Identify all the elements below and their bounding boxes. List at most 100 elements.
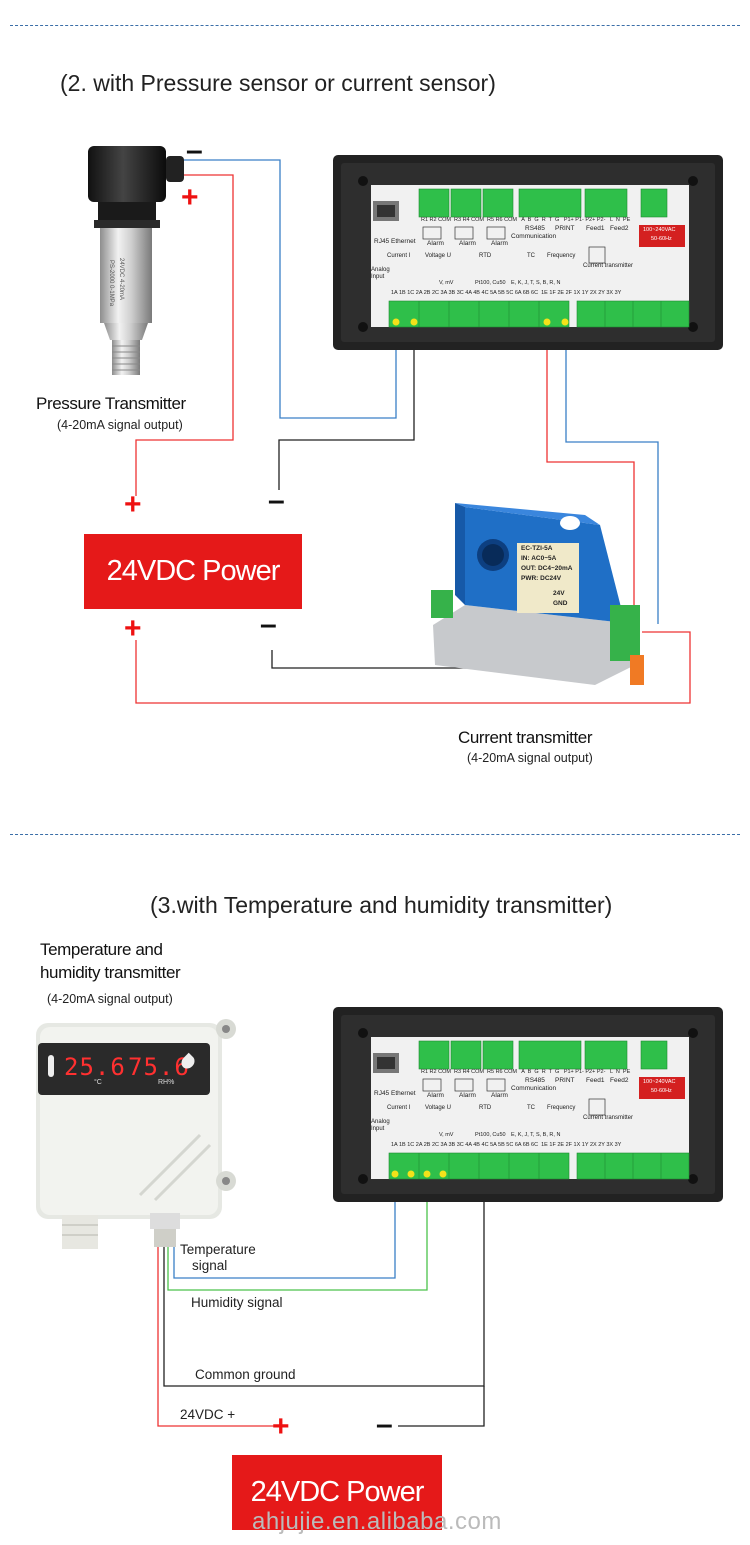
wire-power-plus-bottom: [135, 631, 691, 704]
ct-text-line2: IN: AC0~5A: [521, 555, 557, 562]
pressure-transmitter-sublabel: (4-20mA signal output): [57, 418, 183, 432]
ct-text-line1: EC-TZI-5A: [521, 545, 553, 552]
controller-2-rtd-types: Pt100, Cu50: [475, 1132, 506, 1138]
controller-1-rs485-label: RS485: [525, 225, 545, 232]
controller-1-frequency-label: Frequency: [547, 253, 576, 259]
wire-pressure-minus: [182, 159, 397, 419]
th-display-unit-c: °C: [94, 1079, 102, 1086]
current-transmitter-sublabel: (4-20mA signal output): [467, 751, 593, 765]
controller-panel-1-drawing: [333, 155, 723, 350]
wire-power-minus-ground: [398, 1386, 485, 1427]
th-transmitter-drawing: [36, 1019, 236, 1249]
controller-1-current-i-label: Current I: [387, 253, 411, 259]
wire-power-minus-top: [278, 322, 415, 490]
controller-1-communication-label: Communication: [511, 233, 557, 240]
th-transmitter-sublabel: (4-20mA signal output): [47, 992, 173, 1006]
pressure-plus-sign: +: [181, 181, 199, 214]
section3-title: (3.with Temperature and humidity transmi…: [150, 892, 613, 918]
wire-common-ground: [163, 1172, 485, 1387]
controller-1-vmv-label: V, mV: [439, 280, 454, 286]
wire-humidity-signal: [167, 1172, 428, 1291]
wire-pressure-plus: [135, 174, 234, 496]
wire-ct-red: [546, 322, 635, 612]
pressure-transmitter-label: Pressure Transmitter: [36, 394, 186, 413]
controller-2-alarm-label-1: Alarm: [427, 1092, 444, 1099]
controller-1-rtd-types: Pt100, Cu50: [475, 280, 506, 286]
section2-title: (2. with Pressure sensor or current sens…: [60, 70, 496, 96]
controller-1-tc-label: TC: [527, 253, 535, 259]
th-display-right: 75.6: [128, 1053, 190, 1081]
current-transmitter-label: Current transmitter: [458, 728, 593, 747]
power1-minus-top: –: [268, 484, 285, 517]
common-ground-label: Common ground: [195, 1367, 296, 1382]
controller-2-tc-label: TC: [527, 1105, 535, 1111]
controller-1-feed2-label: Feed2: [610, 225, 629, 232]
wire-ct-blue: [565, 322, 659, 624]
th-transmitter-label-line1: Temperature and: [40, 940, 163, 959]
controller-1-power-spec-1: 100~240VAC: [643, 227, 676, 233]
controller-1-power-spec-2: 50-60Hz: [651, 236, 672, 242]
controller-2-voltage-u-label: Voltage U: [425, 1105, 452, 1111]
power2-plus-sign: +: [272, 1410, 290, 1443]
current-transmitter-drawing: [431, 503, 644, 685]
controller-2-alarm-label-2: Alarm: [459, 1092, 476, 1099]
humidity-signal-label: Humidity signal: [191, 1295, 283, 1310]
th-display-left: 25.6: [64, 1053, 126, 1081]
controller-2-rtd-label: RTD: [479, 1105, 492, 1111]
wire-24vdc-plus: [157, 1230, 274, 1427]
controller-2-current-i-label: Current I: [387, 1105, 411, 1111]
controller-panel-2: RJ45 Ethernet R1 R2 COM R3 R4 COM R5 R6 …: [333, 1007, 723, 1202]
th-transmitter-device: 25.6 75.6 °C RH%: [30, 1015, 245, 1250]
controller-1-alarm-label-2: Alarm: [459, 240, 476, 247]
controller-2-bottom-terminal-labels: 1A 1B 1C 2A 2B 2C 3A 3B 3C 4A 4B 4C 5A 5…: [391, 1142, 622, 1148]
controller-panel-2-drawing: [333, 1007, 723, 1202]
svg-text:PS-2000 0-1MPa: PS-2000 0-1MPa: [108, 260, 114, 307]
power1-plus-bottom: +: [124, 612, 142, 645]
controller-2-frequency-label: Frequency: [547, 1105, 576, 1111]
controller-2-communication-label: Communication: [511, 1085, 557, 1092]
controller-1-top-terminal-labels: R1 R2 COM R3 R4 COM R5 R6 COM A B G R T …: [421, 217, 631, 223]
controller-2-feed2-label: Feed2: [610, 1077, 629, 1084]
power-supply-1: 24VDC Power: [84, 534, 302, 609]
controller-1-feed1-label: Feed1: [586, 225, 605, 232]
controller-2-ethernet-label: RJ45 Ethernet: [374, 1090, 416, 1097]
controller-1-bottom-terminal-labels: 1A 1B 1C 2A 2B 2C 3A 3B 3C 4A 4B 4C 5A 5…: [391, 290, 622, 296]
controller-2-alarm-label-3: Alarm: [491, 1092, 508, 1099]
controller-2-tc-types: E, K, J, T, S, B, R, N: [511, 1132, 561, 1138]
section3-wiring: [157, 1172, 485, 1427]
ct-pin-24v: 24V: [553, 590, 565, 597]
watermark: ahjujie.en.alibaba.com: [252, 1508, 502, 1535]
section-divider-top: [10, 25, 740, 26]
controller-1-analog-input-label: Analog Input: [371, 267, 390, 280]
svg-text:24VDC 4-20mA: 24VDC 4-20mA: [118, 258, 124, 300]
ct-pin-gnd: GND: [553, 600, 568, 607]
controller-1-rtd-label: RTD: [479, 253, 492, 259]
controller-1-alarm-label-1: Alarm: [427, 240, 444, 247]
temperature-signal-label-2: signal: [192, 1258, 228, 1273]
controller-panel-1: RJ45 Ethernet R1 R2 COM R3 R4 COM R5 R6 …: [333, 155, 723, 350]
power-supply-2: 24VDC Power: [232, 1455, 442, 1530]
wire-temperature-signal: [173, 1172, 396, 1279]
controller-1-alarm-label-3: Alarm: [491, 240, 508, 247]
th-display-unit-rh: RH%: [158, 1079, 175, 1086]
controller-1-voltage-u-label: Voltage U: [425, 253, 452, 259]
controller-2-print-label: PRINT: [555, 1077, 575, 1084]
ct-text-line3: OUT: DC4~20mA: [521, 565, 573, 572]
controller-2-vmv-label: V, mV: [439, 1132, 454, 1138]
power2-minus-sign: –: [376, 1408, 393, 1441]
controller-2-feed1-label: Feed1: [586, 1077, 605, 1084]
vdc-plus-label: 24VDC +: [180, 1407, 236, 1422]
ct-text-line4: PWR: DC24V: [521, 575, 562, 582]
power1-plus-top: +: [124, 488, 142, 521]
pressure-minus-sign: –: [186, 134, 203, 167]
section-divider-middle: [10, 834, 740, 835]
controller-1-tc-types: E, K, J, T, S, B, R, N: [511, 280, 561, 286]
controller-2-rs485-label: RS485: [525, 1077, 545, 1084]
controller-2-power-spec-2: 50-60Hz: [651, 1088, 672, 1094]
pressure-transmitter-image: PS-2000 0-1MPa 24VDC 4-20mA: [88, 146, 184, 375]
controller-2-power-spec-1: 100~240VAC: [643, 1079, 676, 1085]
controller-2-analog-input-label: Analog Input: [371, 1119, 390, 1132]
temperature-signal-label-1: Temperature: [180, 1242, 256, 1257]
power1-minus-bottom: –: [260, 608, 277, 641]
th-transmitter-label-line2: humidity transmitter: [40, 963, 181, 982]
